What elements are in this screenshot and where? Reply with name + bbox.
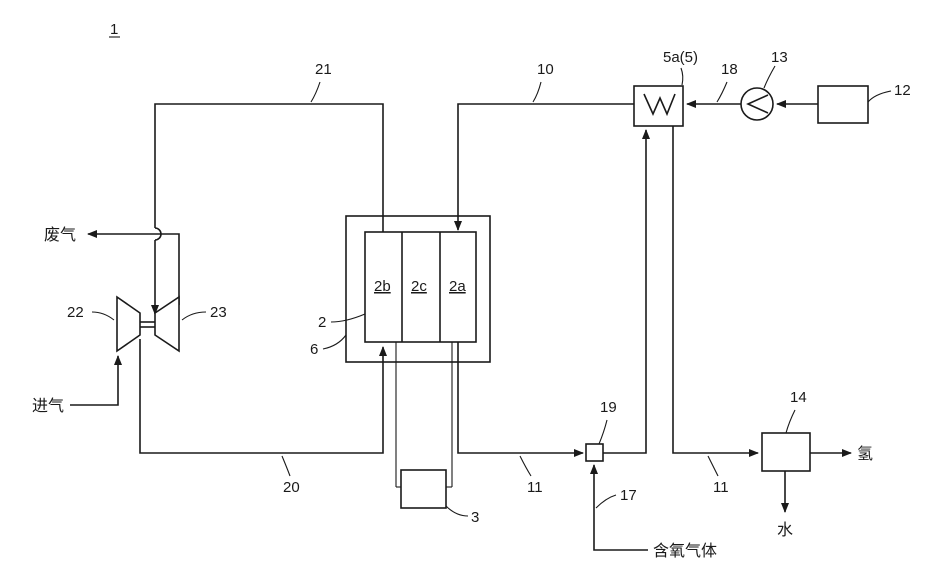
pump-13 (741, 88, 773, 120)
leader-17 (596, 495, 616, 508)
figure-number: 1 (110, 21, 118, 38)
exhaust-line (88, 234, 179, 305)
leader-5a (681, 68, 683, 85)
label-21: 21 (315, 61, 332, 78)
line-17 (594, 465, 648, 550)
label-2: 2 (318, 314, 326, 331)
label-11-right: 11 (713, 479, 729, 496)
leader-20 (282, 456, 290, 476)
leader-23 (182, 312, 206, 320)
label-20: 20 (283, 479, 300, 496)
cell-2b-label: 2b (374, 278, 391, 295)
separator-14 (762, 433, 810, 471)
tank-12 (818, 86, 868, 123)
label-17: 17 (620, 487, 637, 504)
leader-13 (764, 66, 775, 88)
leader-18 (717, 82, 727, 102)
leader-6 (323, 335, 346, 349)
label-5a: 5a(5) (663, 49, 698, 66)
leader-3 (446, 506, 468, 516)
label-19: 19 (600, 399, 617, 416)
compressor-22 (117, 297, 140, 351)
intake-label: 进气 (32, 396, 64, 415)
water-label: 水 (777, 520, 793, 539)
cell-2c-label: 2c (411, 278, 427, 295)
leader-10 (533, 82, 541, 102)
label-18: 18 (721, 61, 738, 78)
leader-12 (868, 91, 891, 102)
heat-exchanger-5a (634, 86, 683, 126)
label-22: 22 (67, 304, 84, 321)
cell-2a-label: 2a (449, 278, 466, 295)
label-23: 23 (210, 304, 227, 321)
exhaust-label: 废气 (44, 225, 76, 244)
label-11-left: 11 (527, 479, 543, 496)
label-3: 3 (471, 509, 479, 526)
line-10 (458, 104, 636, 230)
label-12: 12 (894, 82, 911, 99)
leader-21 (311, 82, 320, 102)
leader-11-right (708, 456, 718, 476)
leader-19 (599, 420, 607, 444)
label-13: 13 (771, 49, 788, 66)
line-11-right (673, 126, 758, 453)
mixer-19 (586, 444, 603, 461)
power-unit-3 (401, 470, 446, 508)
intake-line (70, 356, 118, 405)
leader-22 (92, 312, 114, 320)
hydrogen-label: 氢 (857, 444, 873, 463)
leader-14 (786, 410, 795, 433)
turbine-23 (155, 297, 179, 351)
leader-11-left (520, 456, 531, 476)
line-21 (155, 104, 383, 232)
label-14: 14 (790, 389, 807, 406)
oxygen-gas-label: 含氧气体 (653, 541, 717, 560)
label-6: 6 (310, 341, 318, 358)
label-10: 10 (537, 61, 554, 78)
